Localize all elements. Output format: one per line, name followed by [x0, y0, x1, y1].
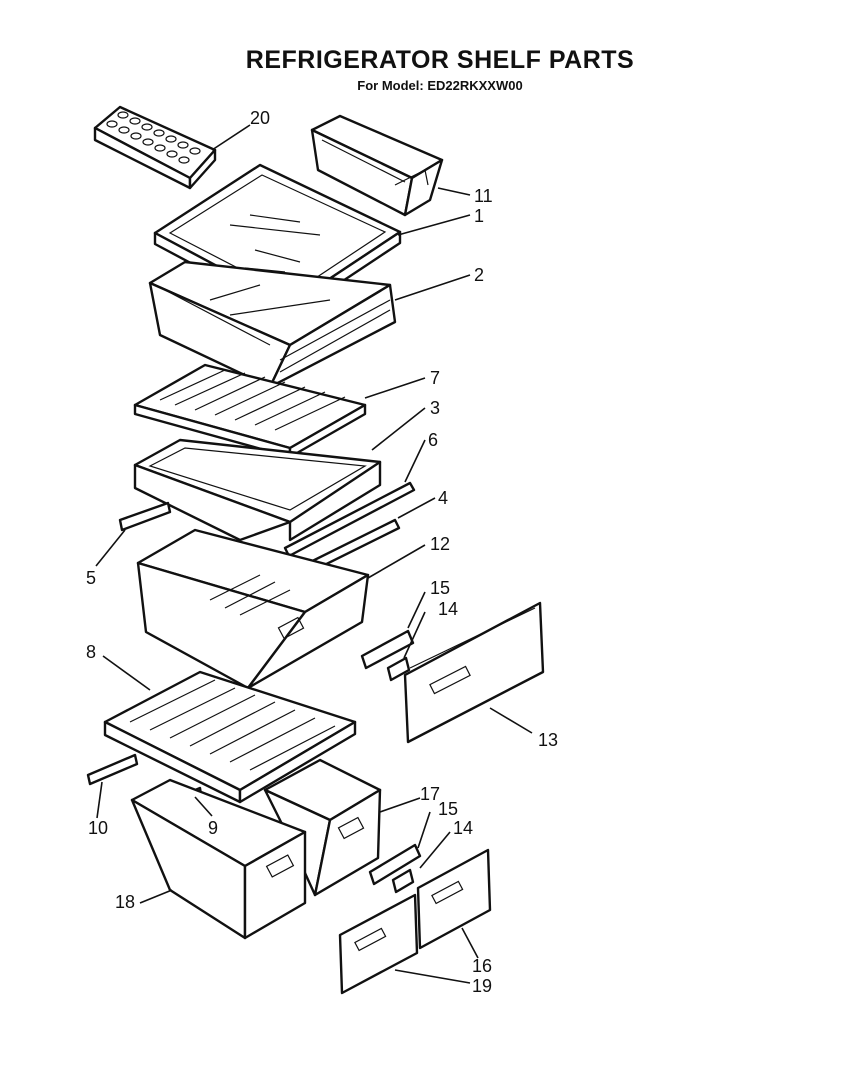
callout-11: 11	[474, 186, 493, 206]
callout-12: 12	[430, 534, 450, 554]
callout-5: 5	[86, 568, 96, 588]
part-12-crisper-drawer	[136, 528, 370, 690]
callout-7: 7	[430, 368, 440, 388]
diagram-title: REFRIGERATOR SHELF PARTS	[245, 46, 635, 74]
callout-14-lower: 14	[453, 818, 473, 838]
callout-17: 17	[420, 784, 440, 804]
callout-2: 2	[474, 265, 484, 285]
callout-8: 8	[86, 642, 96, 662]
leader-lines	[95, 124, 533, 984]
part-20-ice-tray	[93, 105, 217, 190]
callout-10: 10	[88, 818, 108, 838]
model-subtitle: For Model: ED22RKXXW00	[357, 78, 523, 93]
callout-9: 9	[208, 818, 218, 838]
callout-6: 6	[428, 430, 438, 450]
callout-20: 20	[250, 108, 270, 128]
part-13-drawer-front	[403, 601, 545, 744]
callout-1: 1	[474, 206, 484, 226]
callout-4: 4	[438, 488, 448, 508]
callout-16: 16	[472, 956, 492, 976]
part-15-clip-lower	[368, 843, 422, 886]
callout-14-upper: 14	[438, 599, 458, 619]
part-16-drawer-front-right	[416, 848, 492, 950]
callout-13: 13	[538, 730, 558, 750]
part-3-cover-frame	[133, 438, 382, 542]
callout-19: 19	[472, 976, 492, 996]
part-7-crisper-lid	[133, 363, 367, 459]
part-10-slide	[86, 753, 139, 786]
part-8-lower-shelf	[103, 670, 357, 804]
callout-3: 3	[430, 398, 440, 418]
part-5-rail	[118, 501, 172, 532]
callout-15-upper: 15	[430, 578, 450, 598]
part-19-drawer-front-left	[338, 893, 419, 995]
part-14-clip-upper	[386, 656, 411, 682]
callout-18: 18	[115, 892, 135, 912]
part-18-lower-drawer-left	[130, 778, 307, 940]
callout-15-lower: 15	[438, 799, 458, 819]
part-2-deli-tray	[148, 260, 397, 389]
part-15-clip-upper	[360, 629, 415, 670]
part-14-clip-lower	[391, 868, 415, 894]
callout-labels: 20 11 1 2 7 3 6 4 5 12 15 14 13 8 10 9 1…	[86, 108, 558, 996]
part-11-bin	[310, 114, 444, 217]
